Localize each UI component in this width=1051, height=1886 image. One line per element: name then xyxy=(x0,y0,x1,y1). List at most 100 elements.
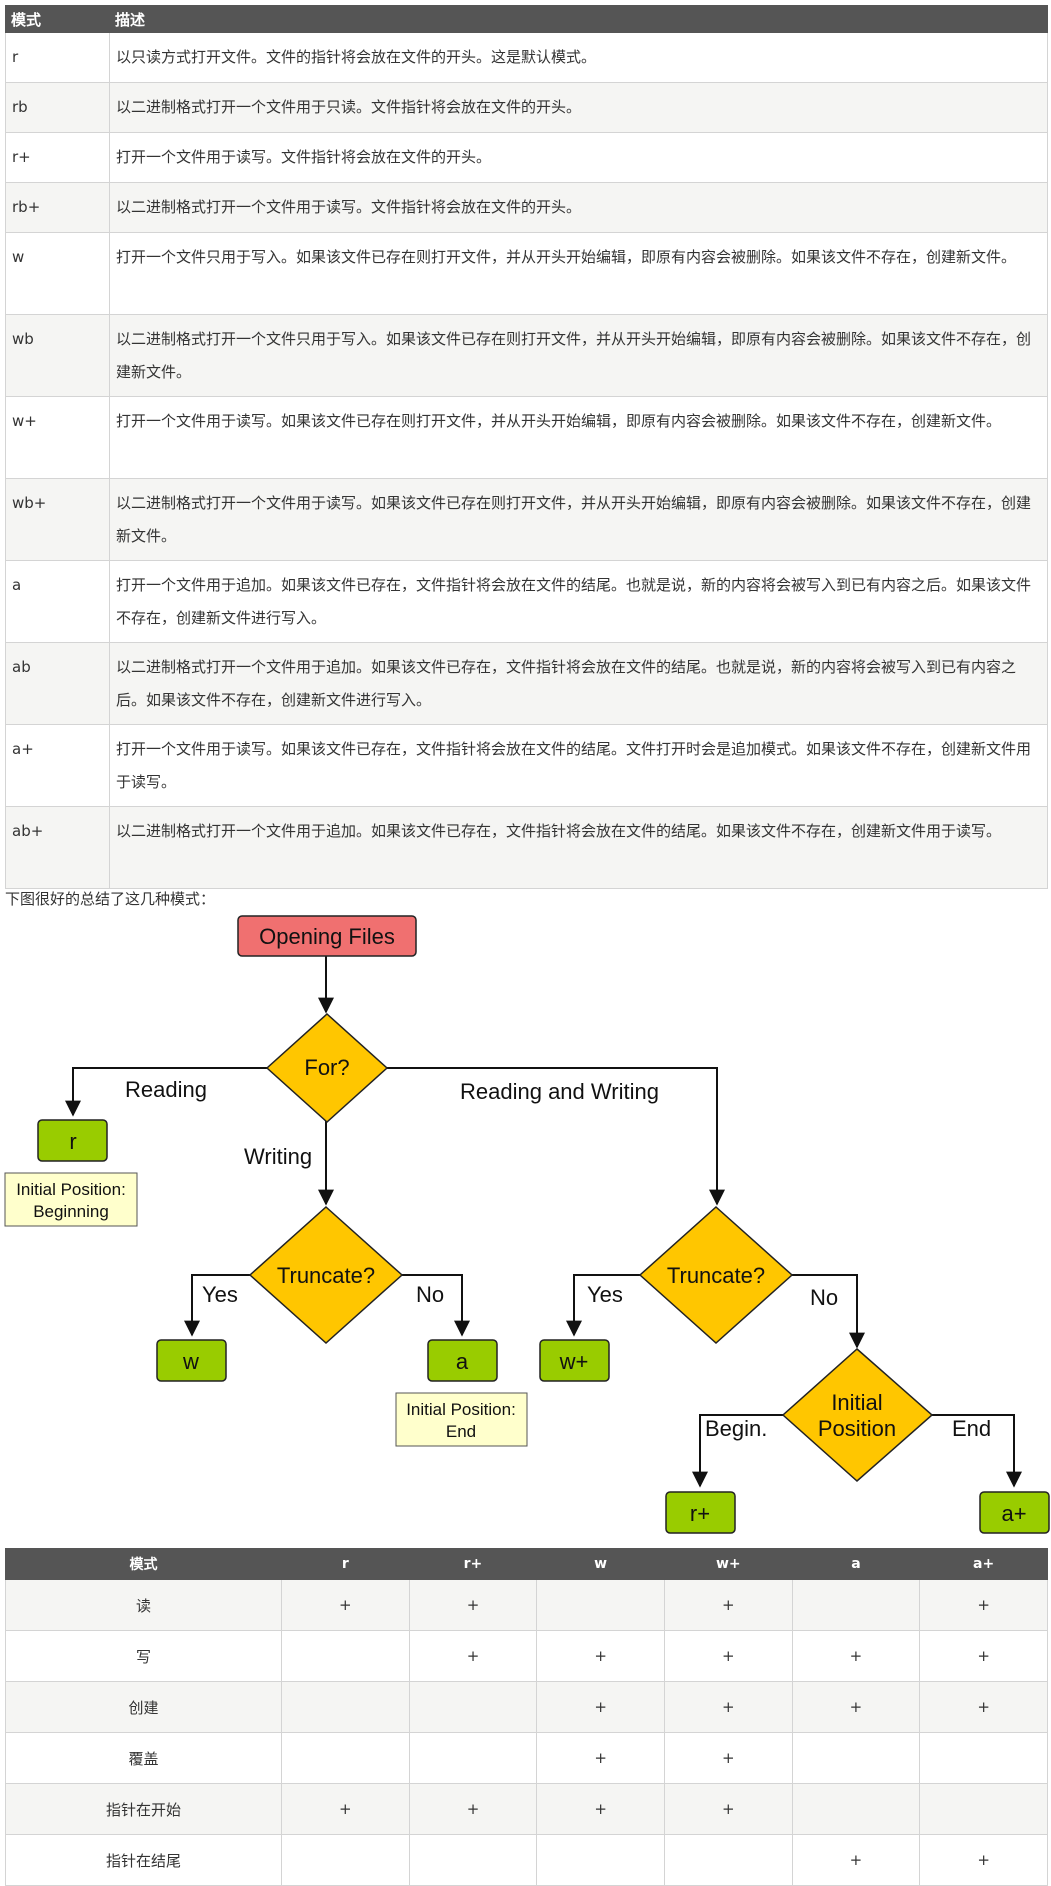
table-cell: + xyxy=(791,1681,921,1733)
arrow-left-no xyxy=(402,1274,470,1337)
svg-text:Initial Position:: Initial Position: xyxy=(16,1180,126,1199)
table-cell: + xyxy=(408,1783,538,1835)
table-cell: + xyxy=(408,1630,538,1682)
mode-node-wplus: w+ xyxy=(539,1339,610,1382)
note-initial-beginning: Initial Position: Beginning xyxy=(4,1172,138,1227)
svg-text:End: End xyxy=(446,1422,476,1441)
arrow-reading-writing xyxy=(386,1067,725,1206)
svg-text:w+: w+ xyxy=(559,1349,589,1374)
svg-text:Truncate?: Truncate? xyxy=(277,1263,375,1288)
description-cell: 打开一个文件只用于写入。如果该文件已存在则打开文件，并从开头开始编辑，即原有内容… xyxy=(109,232,1048,315)
svg-text:Opening Files: Opening Files xyxy=(259,924,395,949)
table-cell xyxy=(536,1834,665,1886)
table-row: 覆盖 + + xyxy=(5,1732,1048,1784)
label-writing: Writing xyxy=(244,1144,312,1169)
connectors xyxy=(65,955,1022,1488)
header-aplus: a+ xyxy=(919,1548,1048,1580)
arrow-left-yes xyxy=(184,1274,250,1337)
svg-text:For?: For? xyxy=(304,1055,349,1080)
table-cell: + xyxy=(408,1579,538,1631)
label-reading-writing: Reading and Writing xyxy=(460,1079,659,1104)
table-row: ab+ 以二进制格式打开一个文件用于追加。如果该文件已存在，文件指针将会放在文件… xyxy=(5,806,1048,889)
file-mode-flowchart: Opening Files For? Reading Writing Readi… xyxy=(4,915,1050,1534)
table-cell xyxy=(281,1630,410,1682)
table-row: a+ 打开一个文件用于读写。如果该文件已存在，文件指针将会放在文件的结尾。文件打… xyxy=(5,724,1048,807)
header-rplus: r+ xyxy=(408,1548,538,1580)
table-row: w 打开一个文件只用于写入。如果该文件已存在则打开文件，并从开头开始编辑，即原有… xyxy=(5,232,1048,315)
description-cell: 打开一个文件用于读写。如果该文件已存在，文件指针将会放在文件的结尾。文件打开时会… xyxy=(109,724,1048,807)
mode-cell: ab xyxy=(5,642,110,725)
svg-text:Beginning: Beginning xyxy=(33,1202,109,1221)
table-row: rb+ 以二进制格式打开一个文件用于读写。文件指针将会放在文件的开头。 xyxy=(5,182,1048,233)
mode-node-r: r xyxy=(37,1119,108,1162)
mode-cell: w+ xyxy=(5,396,110,479)
mode-node-a: a xyxy=(427,1339,498,1382)
mode-node-aplus: a+ xyxy=(979,1491,1050,1534)
mode-cell: a xyxy=(5,560,110,643)
table-cell: + xyxy=(919,1579,1048,1631)
description-cell: 打开一个文件用于追加。如果该文件已存在，文件指针将会放在文件的结尾。也就是说，新… xyxy=(109,560,1048,643)
table-cell xyxy=(408,1681,538,1733)
table-cell: + xyxy=(791,1834,921,1886)
table-row: wb+ 以二进制格式打开一个文件用于读写。如果该文件已存在则打开文件，并从开头开… xyxy=(5,478,1048,561)
description-cell: 以只读方式打开文件。文件的指针将会放在文件的开头。这是默认模式。 xyxy=(109,32,1048,83)
label-no-write: No xyxy=(416,1282,444,1307)
mode-cell: r xyxy=(5,32,110,83)
svg-text:a+: a+ xyxy=(1001,1501,1026,1526)
label-no-readwrite: No xyxy=(810,1285,838,1310)
truncate-decision-write: Truncate? xyxy=(248,1205,404,1345)
svg-text:Initial: Initial xyxy=(831,1390,882,1415)
table-cell xyxy=(791,1579,921,1631)
table-cell: + xyxy=(919,1681,1048,1733)
modes-table: 模式 描述 r 以只读方式打开文件。文件的指针将会放在文件的开头。这是默认模式。… xyxy=(5,5,1048,889)
mode-cell: ab+ xyxy=(5,806,110,889)
table-cell: + xyxy=(663,1732,793,1784)
label-begin: Begin. xyxy=(705,1416,767,1441)
row-label: 覆盖 xyxy=(5,1732,282,1784)
mode-node-rplus: r+ xyxy=(665,1491,736,1534)
table-cell: + xyxy=(536,1732,665,1784)
note-initial-end: Initial Position: End xyxy=(395,1392,528,1447)
truncate-decision-readwrite: Truncate? xyxy=(638,1205,794,1345)
summary-table: 模式 r r+ w w+ a a+ 读 + + + + 写 + + + + + xyxy=(5,1548,1048,1886)
label-yes-readwrite: Yes xyxy=(587,1282,623,1307)
table-cell xyxy=(919,1732,1048,1784)
arrow-right-yes xyxy=(566,1274,640,1337)
mode-cell: wb+ xyxy=(5,478,110,561)
table-row: wb 以二进制格式打开一个文件只用于写入。如果该文件已存在则打开文件，并从开头开… xyxy=(5,314,1048,397)
table-row: 写 + + + + + xyxy=(5,1630,1048,1682)
table-cell: + xyxy=(663,1579,793,1631)
description-cell: 以二进制格式打开一个文件只用于写入。如果该文件已存在则打开文件，并从开头开始编辑… xyxy=(109,314,1048,397)
row-label: 指针在结尾 xyxy=(5,1834,282,1886)
table-row: 指针在开始 + + + + xyxy=(5,1783,1048,1835)
table-row: ab 以二进制格式打开一个文件用于追加。如果该文件已存在，文件指针将会放在文件的… xyxy=(5,642,1048,725)
table-cell xyxy=(408,1834,538,1886)
table-row: w+ 打开一个文件用于读写。如果该文件已存在则打开文件，并从开头开始编辑，即原有… xyxy=(5,396,1048,479)
table-row: 指针在结尾 + + xyxy=(5,1834,1048,1886)
table-row: a 打开一个文件用于追加。如果该文件已存在，文件指针将会放在文件的结尾。也就是说… xyxy=(5,560,1048,643)
table-cell: + xyxy=(791,1630,921,1682)
description-cell: 以二进制格式打开一个文件用于追加。如果该文件已存在，文件指针将会放在文件的结尾。… xyxy=(109,642,1048,725)
table-row: r 以只读方式打开文件。文件的指针将会放在文件的开头。这是默认模式。 xyxy=(5,32,1048,83)
table-cell xyxy=(791,1783,921,1835)
mode-cell: r+ xyxy=(5,132,110,183)
header-description: 描述 xyxy=(109,5,1048,33)
table-row: r+ 打开一个文件用于读写。文件指针将会放在文件的开头。 xyxy=(5,132,1048,183)
svg-text:r+: r+ xyxy=(690,1501,710,1526)
mode-cell: wb xyxy=(5,314,110,397)
arrow-reading xyxy=(65,1067,267,1117)
table-cell: + xyxy=(919,1834,1048,1886)
table-cell: + xyxy=(536,1681,665,1733)
table-cell xyxy=(281,1834,410,1886)
arrow-right-no xyxy=(792,1274,865,1349)
description-cell: 以二进制格式打开一个文件用于读写。如果该文件已存在则打开文件，并从开头开始编辑，… xyxy=(109,478,1048,561)
table-row: rb 以二进制格式打开一个文件用于只读。文件指针将会放在文件的开头。 xyxy=(5,82,1048,133)
row-label: 读 xyxy=(5,1579,282,1631)
for-decision: For? xyxy=(265,1012,389,1124)
modes-table-header: 模式 描述 xyxy=(5,5,1048,33)
table-cell xyxy=(536,1579,665,1631)
mode-node-w: w xyxy=(156,1339,227,1382)
row-label: 写 xyxy=(5,1630,282,1682)
table-cell: + xyxy=(536,1630,665,1682)
table-cell xyxy=(791,1732,921,1784)
